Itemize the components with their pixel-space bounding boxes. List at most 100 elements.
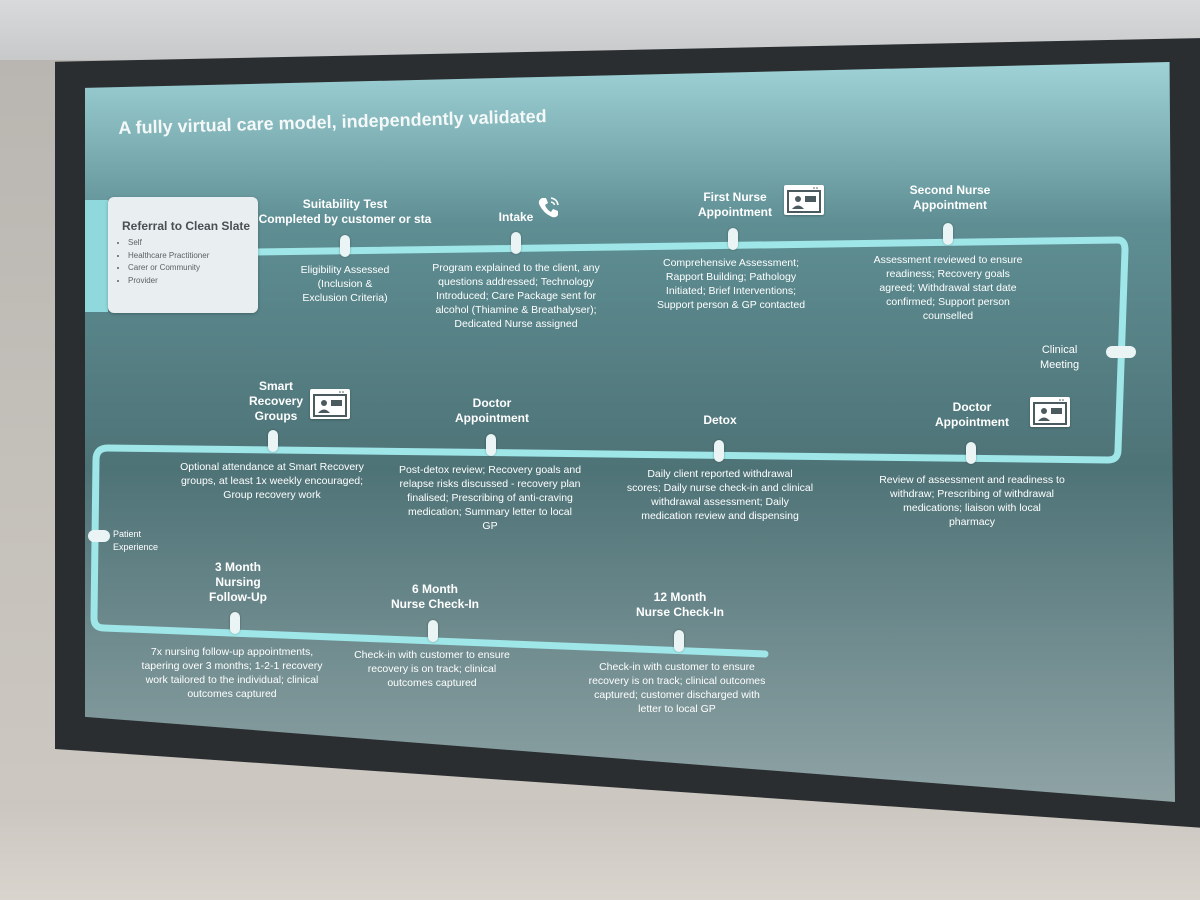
stage-marker	[88, 530, 110, 542]
desc-line: letter to local GP	[638, 703, 716, 715]
label-line: Meeting	[1040, 359, 1080, 371]
referral-item: Healthcare Practitioner	[128, 250, 209, 263]
desc-line: (Inclusion &	[317, 278, 373, 290]
desc-line: questions addressed; Technology	[438, 276, 594, 288]
video-call-icon	[310, 389, 350, 419]
stage-three-month-title: 3 Month Nursing Follow-Up	[209, 560, 267, 605]
desc-line: GP	[482, 520, 498, 532]
title-line: First Nurse	[703, 190, 767, 204]
stage-twelve-month-desc: Check-in with customer to ensure recover…	[589, 660, 766, 716]
stage-marker	[674, 630, 684, 652]
desc-line: Group recovery work	[223, 489, 321, 501]
stage-marker	[511, 232, 521, 254]
title-line: Doctor	[472, 396, 512, 410]
stage-marker	[268, 430, 278, 452]
stage-doctor-right-desc: Review of assessment and readiness to wi…	[879, 473, 1065, 529]
title-line: Appointment	[935, 415, 1009, 429]
desc-line: Introduced; Care Package sent for	[436, 290, 596, 302]
desc-line: readiness; Recovery goals	[886, 268, 1010, 280]
stage-second-nurse-title: Second Nurse Appointment	[910, 183, 991, 213]
desc-line: outcomes captured	[387, 677, 477, 689]
room-lower-wall	[0, 800, 1200, 900]
stage-first-nurse-desc: Comprehensive Assessment; Rapport Buildi…	[657, 256, 805, 312]
desc-line: Comprehensive Assessment;	[663, 257, 799, 269]
title-line: Nursing	[215, 575, 261, 589]
stage-second-nurse-desc: Assessment reviewed to ensure readiness;…	[874, 253, 1023, 323]
desc-line: 7x nursing follow-up appointments,	[150, 646, 314, 658]
title-line: Suitability Test	[302, 197, 388, 211]
desc-line: alcohol (Thiamine & Breathalyser);	[435, 304, 597, 316]
desc-line: withdraw; Prescribing of withdrawal	[890, 488, 1054, 500]
stage-six-month-title: 6 Month Nurse Check-In	[391, 582, 479, 612]
stage-marker	[340, 235, 350, 257]
video-call-icon	[784, 185, 824, 215]
desc-line: medication review and dispensing	[641, 510, 799, 522]
stage-smart-recovery-title: Smart Recovery Groups	[249, 379, 303, 424]
stage-doctor-mid-title: Doctor Appointment	[455, 396, 529, 426]
stage-detox-title: Detox	[703, 413, 737, 427]
title-line: Appointment	[912, 198, 987, 212]
stage-doctor-right-title: Doctor Appointment	[935, 400, 1009, 430]
desc-line: Program explained to the client, any	[432, 262, 600, 274]
title-line: Second Nurse	[909, 183, 991, 197]
desc-line: Post-detox review; Recovery goals and	[398, 464, 582, 476]
stage-six-month-desc: Check-in with customer to ensure recover…	[354, 648, 510, 690]
desc-line: Optional attendance at Smart Recovery	[180, 461, 364, 473]
referral-item: Carer or Community	[128, 262, 209, 275]
stage-suitability-desc: Eligibility Assessed (Inclusion & Exclus…	[301, 263, 390, 305]
title-line: 6 Month	[412, 582, 458, 596]
referral-list: Self Healthcare Practitioner Carer or Co…	[118, 237, 209, 287]
stage-detox-desc: Daily client reported withdrawal scores;…	[627, 467, 813, 523]
referral-title: Referral to Clean Slate	[122, 219, 251, 233]
stage-smart-recovery-desc: Optional attendance at Smart Recovery gr…	[180, 460, 364, 502]
desc-line: recovery is on track; clinical	[367, 663, 497, 675]
referral-item: Self	[128, 237, 209, 250]
title-line: 3 Month	[214, 560, 261, 574]
stage-twelve-month-title: 12 Month Nurse Check-In	[636, 590, 724, 620]
desc-line: Check-in with customer to ensure	[354, 649, 510, 661]
title-line: 12 Month	[653, 590, 707, 604]
patient-experience-label: Patient Experience	[113, 528, 158, 554]
desc-line: recovery is on track; clinical outcomes	[588, 675, 766, 687]
desc-line: scores; Daily nurse check-in and clinica…	[626, 482, 814, 494]
desc-line: agreed; Withdrawal start date	[879, 282, 1017, 294]
desc-line: counselled	[922, 310, 974, 322]
referral-item: Provider	[128, 275, 209, 288]
stage-suitability-title: Suitability Test Completed by customer o…	[259, 197, 432, 227]
title-line: Appointment	[698, 205, 772, 219]
desc-line: medications; liaison with local	[903, 502, 1041, 514]
desc-line: Initiated; Brief Interventions;	[665, 285, 797, 297]
desc-line: Rapport Building; Pathology	[665, 271, 797, 283]
desc-line: Review of assessment and readiness to	[879, 474, 1065, 486]
desc-line: Support person & GP contacted	[656, 299, 806, 311]
label-line: Patient	[113, 529, 142, 539]
desc-line: Assessment reviewed to ensure	[873, 254, 1023, 266]
title-line: Nurse Check-In	[635, 605, 725, 619]
clinical-meeting-label: Clinical Meeting	[1040, 343, 1079, 373]
desc-line: finalised; Prescribing of anti-craving	[407, 492, 573, 504]
video-call-icon	[1030, 397, 1070, 427]
desc-line: groups, at least 1x weekly encouraged;	[180, 475, 364, 487]
referral-box: Referral to Clean Slate Self Healthcare …	[108, 197, 258, 313]
desc-line: pharmacy	[948, 516, 996, 528]
stage-intake-desc: Program explained to the client, any que…	[432, 261, 600, 331]
desc-line: relapse risks discussed - recovery plan	[399, 478, 581, 490]
stage-marker	[943, 223, 953, 245]
stage-marker	[714, 440, 724, 462]
desc-line: captured; customer discharged with	[594, 689, 760, 701]
desc-line: Check-in with customer to ensure	[599, 661, 755, 673]
desc-line: medication; Summary letter to local	[408, 506, 572, 518]
desc-line: work tailored to the individual; clinica…	[145, 674, 319, 686]
title-line: Groups	[254, 409, 298, 423]
desc-line: Eligibility Assessed	[300, 264, 390, 276]
stage-marker	[966, 442, 976, 464]
stage-doctor-mid-desc: Post-detox review; Recovery goals and re…	[399, 463, 581, 533]
title-line: Nurse Check-In	[390, 597, 480, 611]
label-line: Clinical	[1041, 344, 1078, 356]
title-line: Recovery	[248, 394, 304, 408]
stage-intake-title: Intake	[498, 210, 534, 224]
desc-line: Daily client reported withdrawal	[647, 468, 793, 480]
desc-line: tapering over 3 months; 1-2-1 recovery	[141, 660, 323, 672]
stage-marker	[486, 434, 496, 456]
